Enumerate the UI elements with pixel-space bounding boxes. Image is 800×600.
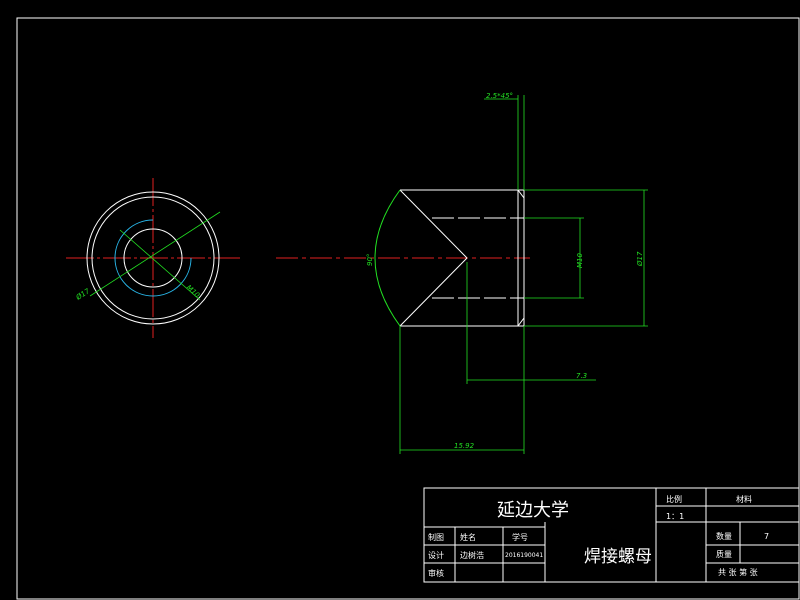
outer-circle-1 <box>86 191 220 325</box>
drawn-label: 制图 <box>428 532 444 542</box>
cone-upper <box>399 189 468 259</box>
quantity-value: 7 <box>764 532 769 541</box>
dim-m10-right: M10 <box>576 253 584 268</box>
angle-arc <box>374 189 401 327</box>
dim-len-15-92: 15.92 <box>454 442 475 450</box>
university-name: 延边大学 <box>497 500 569 521</box>
diameter-leader-left <box>89 211 221 297</box>
cone-lower <box>399 257 468 327</box>
material-label: 材料 <box>736 494 752 504</box>
id-label: 学号 <box>512 532 528 542</box>
design-label: 设计 <box>428 550 444 560</box>
outer-circle-2 <box>91 196 215 320</box>
designer-name: 边树浩 <box>460 550 484 560</box>
dim-angle: 90° <box>366 254 374 266</box>
name-label: 姓名 <box>460 532 476 542</box>
title-block <box>423 487 800 583</box>
dim-dia17-right: Ø17 <box>636 251 644 267</box>
sheets-text: 共 张 第 张 <box>718 567 758 577</box>
drawing-frame <box>16 17 800 600</box>
dim-len-7-3: 7.3 <box>576 372 587 380</box>
title-block-text: 延边大学 比例 1：1 材料 制图 姓名 学号 设计 边树浩 201619004… <box>428 494 769 578</box>
m10-leader-left <box>119 229 201 301</box>
chamfer-top <box>517 189 525 199</box>
end-view: Ø17 M10 <box>66 178 240 338</box>
review-label: 审核 <box>428 568 444 578</box>
scale-label: 比例 <box>666 494 682 504</box>
side-view: 90° M10 Ø17 2.5*45° 7.3 15.92 <box>276 92 648 454</box>
quantity-label: 数量 <box>716 531 732 541</box>
dim-dia17-left: Ø17 <box>74 287 92 302</box>
scale-value: 1：1 <box>666 512 684 521</box>
thread-major-arc <box>114 219 192 297</box>
title-block-frame <box>423 487 800 583</box>
dim-chamfer: 2.5*45° <box>486 92 513 100</box>
part-name: 焊接螺母 <box>584 547 652 567</box>
chamfer-bottom <box>517 317 525 327</box>
thread-root-circle <box>123 228 183 288</box>
mass-label: 质量 <box>716 549 732 559</box>
student-id: 2016190041 <box>505 552 543 559</box>
